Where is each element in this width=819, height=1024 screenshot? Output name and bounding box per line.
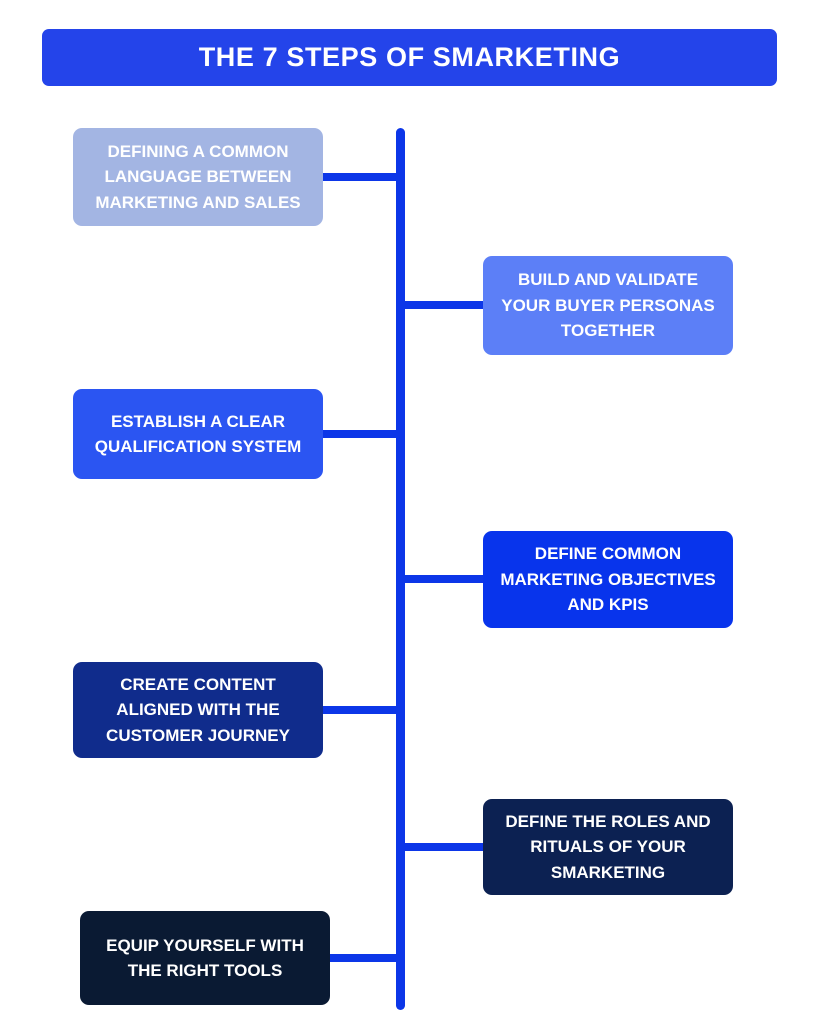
step-label-2: BUILD AND VALIDATE YOUR BUYER PERSONAS T… xyxy=(501,270,715,341)
connector-line-1 xyxy=(318,173,402,181)
step-box-5: CREATE CONTENT ALIGNED WITH THE CUSTOMER… xyxy=(73,662,323,758)
step-label-1: DEFINING A COMMON LANGUAGE BETWEEN MARKE… xyxy=(95,141,301,212)
connector-line-2 xyxy=(400,301,488,309)
timeline-spine xyxy=(396,128,405,1010)
connector-line-4 xyxy=(400,575,488,583)
step-label-6: DEFINE THE ROLES AND RITUALS OF YOUR SMA… xyxy=(505,811,711,882)
step-box-6: DEFINE THE ROLES AND RITUALS OF YOUR SMA… xyxy=(483,799,733,895)
step-label-7: EQUIP YOURSELF WITH THE RIGHT TOOLS xyxy=(106,935,304,981)
page-title: THE 7 STEPS OF SMARKETING xyxy=(198,42,621,72)
step-box-1: DEFINING A COMMON LANGUAGE BETWEEN MARKE… xyxy=(73,128,323,226)
connector-line-5 xyxy=(318,706,402,714)
connector-line-7 xyxy=(325,954,402,962)
step-label-4: DEFINE COMMON MARKETING OBJECTIVES AND K… xyxy=(500,544,716,615)
connector-line-6 xyxy=(400,843,488,851)
step-box-3: ESTABLISH A CLEAR QUALIFICATION SYSTEM xyxy=(73,389,323,479)
step-label-3: ESTABLISH A CLEAR QUALIFICATION SYSTEM xyxy=(94,411,302,457)
step-box-4: DEFINE COMMON MARKETING OBJECTIVES AND K… xyxy=(483,531,733,628)
step-label-5: CREATE CONTENT ALIGNED WITH THE CUSTOMER… xyxy=(106,674,290,745)
connector-line-3 xyxy=(318,430,402,438)
title-banner: THE 7 STEPS OF SMARKETING xyxy=(42,29,777,86)
step-box-2: BUILD AND VALIDATE YOUR BUYER PERSONAS T… xyxy=(483,256,733,355)
step-box-7: EQUIP YOURSELF WITH THE RIGHT TOOLS xyxy=(80,911,330,1005)
